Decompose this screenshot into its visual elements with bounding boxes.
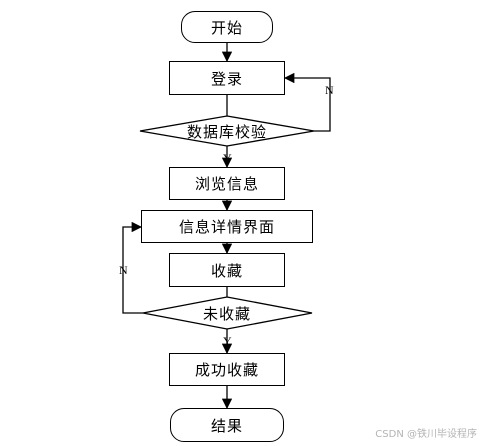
decision-db-check-label: 数据库校验 bbox=[186, 122, 267, 141]
node-collect-success-label: 成功收藏 bbox=[194, 361, 259, 379]
decision-not-collected-label: 未收藏 bbox=[202, 304, 251, 323]
node-end-label: 结果 bbox=[210, 416, 243, 435]
watermark: CSDN @铁川毕设程序 bbox=[375, 429, 477, 440]
node-start-label: 开始 bbox=[210, 18, 243, 37]
node-browse: 浏览信息 bbox=[169, 167, 285, 200]
diamond-db-check bbox=[139, 115, 315, 147]
node-login-label: 登录 bbox=[210, 69, 243, 88]
node-collect-label: 收藏 bbox=[210, 261, 243, 280]
node-collect-success: 成功收藏 bbox=[169, 353, 285, 386]
arrow-db-check-no-loop bbox=[283, 72, 331, 132]
node-detail-label: 信息详情界面 bbox=[178, 218, 275, 236]
node-browse-label: 浏览信息 bbox=[194, 175, 259, 193]
label-not-collected-yes: Y bbox=[223, 334, 232, 348]
diamond-not-collected bbox=[142, 296, 313, 330]
node-end: 结果 bbox=[170, 408, 284, 442]
node-start: 开始 bbox=[181, 11, 273, 43]
label-db-check-yes: Y bbox=[223, 151, 232, 165]
label-db-check-no: N bbox=[325, 83, 334, 97]
node-collect: 收藏 bbox=[169, 253, 285, 287]
arrow-not-collected-no-loop bbox=[122, 221, 143, 314]
node-detail: 信息详情界面 bbox=[141, 210, 313, 243]
label-not-collected-no: N bbox=[119, 263, 128, 277]
node-login: 登录 bbox=[169, 61, 285, 95]
